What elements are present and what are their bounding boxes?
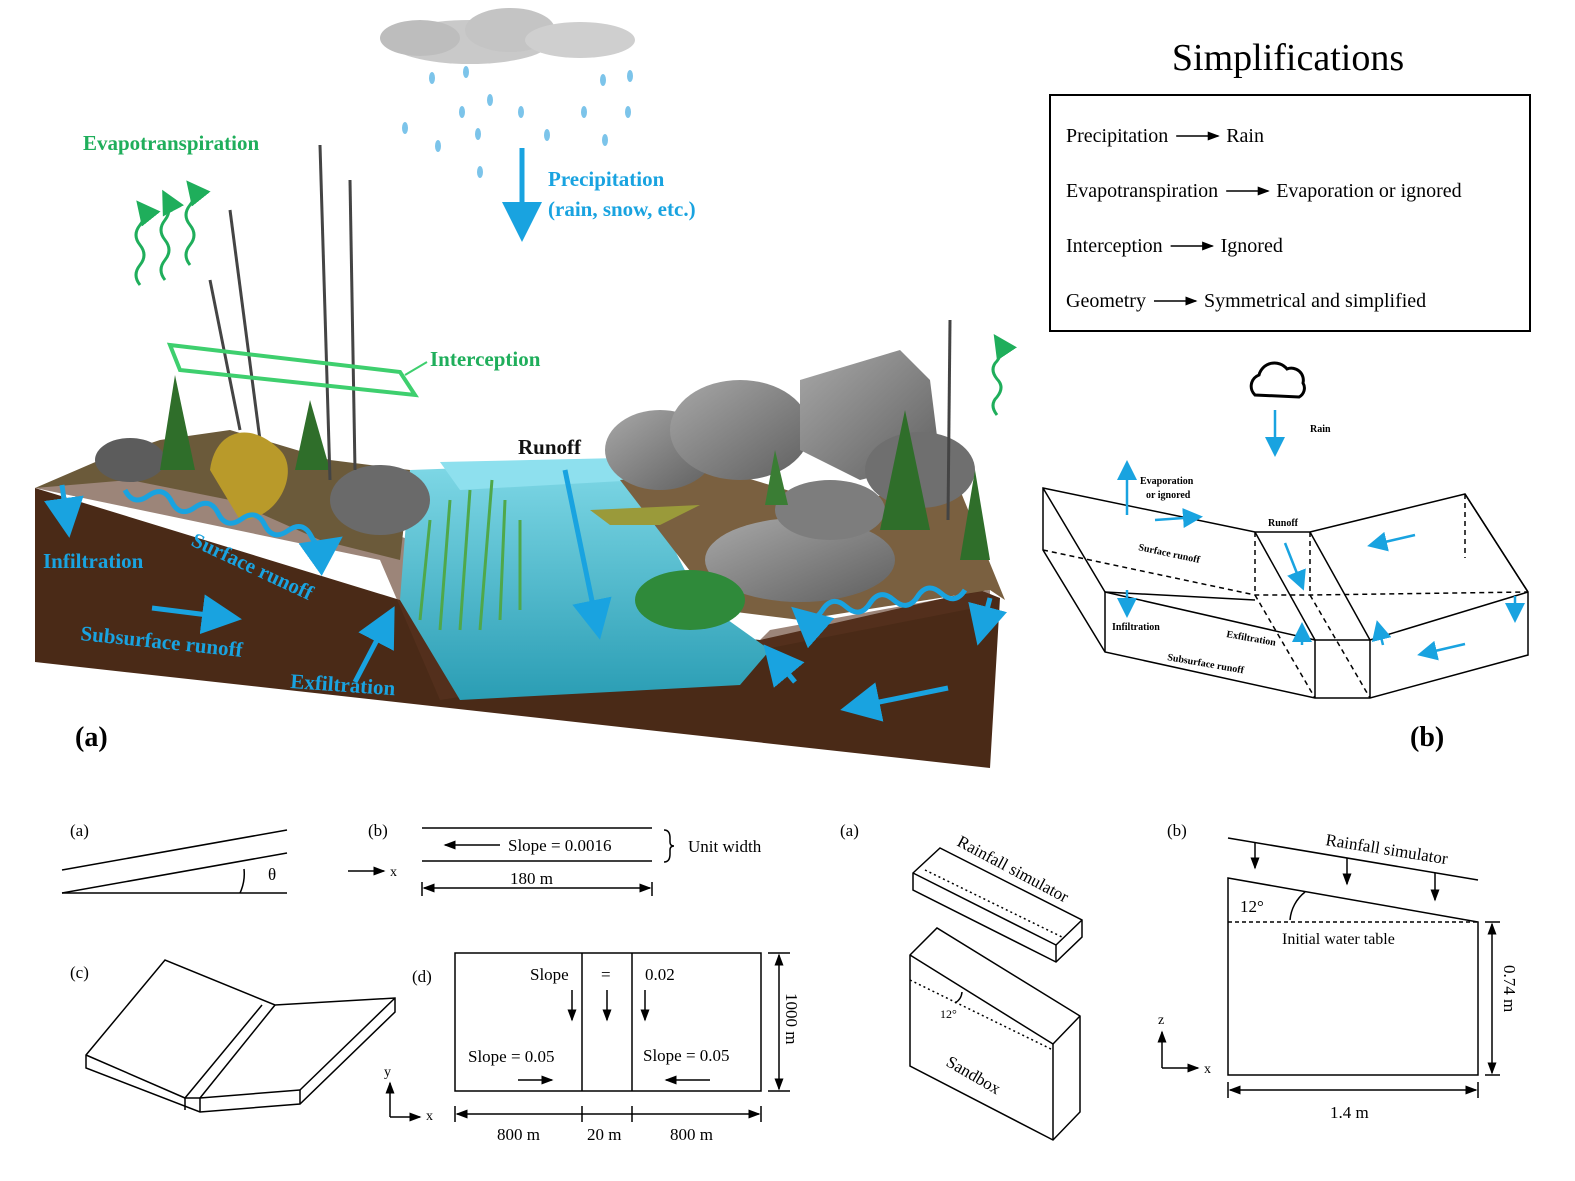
channel-strip	[348, 827, 675, 896]
axis-y-c: y	[384, 1065, 391, 1080]
width-left-label: 800 m	[497, 1125, 540, 1144]
label-rain-simplified: Rain	[1310, 424, 1331, 435]
simplified-geometry	[1042, 487, 1529, 699]
label-subsurface-runoff-simplified: Subsurface runoff	[1166, 652, 1245, 676]
label-evapotranspiration: Evapotranspiration	[83, 131, 260, 155]
water-table-label: Initial water table	[1282, 931, 1395, 948]
simplification-to: Ignored	[1221, 235, 1283, 257]
simplifications-title: Simplifications	[1172, 37, 1404, 79]
label-infiltration: Infiltration	[43, 549, 144, 573]
height-074m-label: 0.74 m	[1500, 965, 1519, 1012]
sandbox-label: Sandbox	[943, 1052, 1004, 1098]
label-surface-runoff-simplified: Surface runoff	[1137, 542, 1201, 566]
height-1000m-label: 1000 m	[782, 993, 801, 1044]
slope-0016-label: Slope = 0.0016	[508, 836, 612, 855]
cloud-icon	[380, 8, 635, 64]
simplification-from: Evapotranspiration	[1066, 180, 1218, 202]
simplification-from: Precipitation	[1066, 125, 1168, 147]
panel-letter-b: (b)	[1410, 722, 1444, 753]
simplified-arrows	[1117, 410, 1525, 661]
label-evaporation-simplified: Evaporation	[1140, 476, 1194, 487]
label-runoff: Runoff	[518, 435, 582, 459]
v-catchment-3d	[85, 959, 422, 1122]
sandbox-section	[1157, 837, 1500, 1098]
panel-letter-a: (a)	[75, 722, 108, 753]
trees	[160, 144, 990, 560]
axis-x-label-sandbox: x	[1204, 1062, 1211, 1077]
v-catchment-plan	[454, 952, 790, 1122]
sandbox-b-letter: (b)	[1167, 821, 1187, 840]
label-evaporation-ignored: or ignored	[1146, 490, 1191, 501]
theta-label: θ	[268, 865, 276, 884]
simplification-from: Interception	[1066, 235, 1163, 257]
simplifications-box	[1049, 94, 1531, 332]
inclined-plane	[61, 829, 288, 894]
raindrops	[402, 66, 633, 178]
sub-a-letter: (a)	[70, 821, 89, 840]
rainfall-simulator-label-b: Rainfall simulator	[1324, 830, 1449, 868]
simplification-to: Rain	[1226, 125, 1264, 147]
sub-d-letter: (d)	[412, 967, 432, 986]
section-angle-label: 12°	[1240, 897, 1264, 916]
label-runoff-simplified: Runoff	[1268, 518, 1299, 529]
sandbox-a-letter: (a)	[840, 821, 859, 840]
sandbox-angle-label: 12°	[940, 1007, 957, 1021]
landscape-scene: Evapotranspiration Precipitation (rain, …	[35, 8, 1017, 768]
width-14m-label: 1.4 m	[1330, 1103, 1369, 1122]
axis-x-c: x	[426, 1109, 433, 1124]
right-slope-label: Slope = 0.05	[643, 1046, 730, 1065]
label-exfiltration-simplified: Exfiltration	[1225, 629, 1277, 649]
mid-slope-word: Slope	[530, 965, 569, 984]
unit-width-label: Unit width	[688, 837, 762, 856]
simplification-to: Evaporation or ignored	[1276, 180, 1462, 202]
bottom-left-schematics: (a) θ (b) Slope = 0.0016 Unit width 180 …	[61, 821, 801, 1144]
sandbox-3d	[909, 927, 1081, 1141]
label-precipitation: Precipitation	[548, 167, 665, 191]
sub-c-letter: (c)	[70, 963, 89, 982]
length-180m-label: 180 m	[510, 869, 553, 888]
axis-x-b: x	[390, 865, 397, 880]
cloud-outline-icon	[1249, 361, 1306, 399]
left-slope-label: Slope = 0.05	[468, 1047, 555, 1066]
lily-pads	[635, 570, 745, 630]
simplification-to: Symmetrical and simplified	[1204, 290, 1426, 312]
flow-arrows	[44, 469, 1007, 722]
width-right-label: 800 m	[670, 1125, 713, 1144]
simplification-from: Geometry	[1066, 290, 1146, 312]
evapotranspiration-arrows	[134, 180, 1017, 416]
label-infiltration-simplified: Infiltration	[1112, 622, 1160, 633]
bottom-right-schematics: (a) Rainfall simulator Sandbox 12° (b)	[840, 821, 1519, 1141]
sub-b-letter: (b)	[368, 821, 388, 840]
rainfall-simulator-3d	[912, 847, 1083, 963]
axis-z-label: z	[1158, 1013, 1164, 1028]
rainfall-simulator-label-a: Rainfall simulator	[954, 832, 1072, 907]
boat	[590, 505, 700, 525]
mid-slope-eq: =	[601, 965, 611, 984]
interception-box	[166, 342, 419, 398]
width-mid-label: 20 m	[587, 1125, 621, 1144]
label-interception: Interception	[430, 347, 541, 371]
water-channel	[400, 462, 770, 700]
mid-slope-value: 0.02	[645, 965, 675, 984]
label-precipitation-detail: (rain, snow, etc.)	[548, 197, 696, 221]
reeds	[418, 479, 522, 631]
